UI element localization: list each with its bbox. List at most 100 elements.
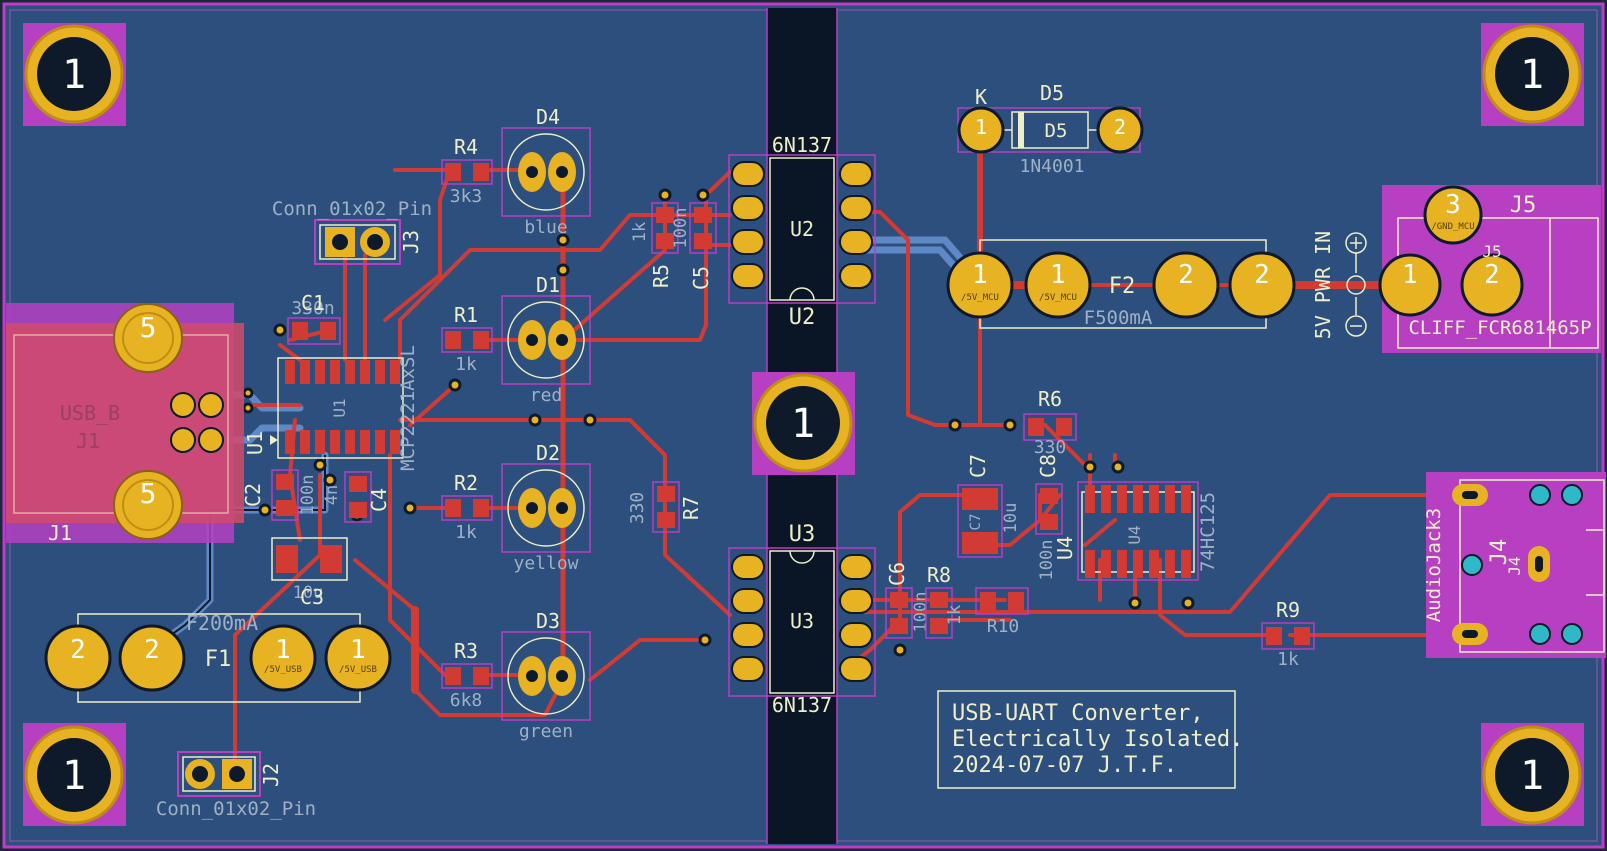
d5-ref-label-body: D5 [1045,120,1068,142]
capacitor-c2[interactable]: C2 100n [241,469,318,521]
mounting-hole-number: 1 [791,401,815,447]
optocoupler-u3[interactable]: U3 U3 6N137 [728,522,876,717]
led-d4[interactable]: D4 blue [501,105,591,238]
audio-jack-j4[interactable]: AudioJack3 J4 J4 [1423,472,1606,658]
r10-ref-label: R10 [987,616,1020,637]
resistor-r10[interactable]: R10 [975,587,1029,637]
resistor-r2[interactable]: R2 1k [441,471,493,543]
barrel-jack-j5[interactable]: 1 2 3 /GND_MCU J5 J5 CLIFF_FCR681465P [1378,185,1601,353]
r7-value-label: 330 [627,492,648,525]
fuse-f1[interactable]: 2 2 1 1 /5V_USB /5V_USB F200mA F1 [44,611,392,703]
c7-value-label: 10u [1001,503,1021,534]
resistor-r4[interactable]: R4 3k3 [441,135,493,207]
usb-b-connector-j1[interactable]: USB_B J1 J1 5 5 [6,303,244,545]
c2-ref-label: C2 [241,483,265,507]
c5-ref-label: C5 [689,266,713,290]
j1-ref-label-ghost: J1 [76,429,100,453]
led-d1[interactable]: D1 red [501,273,591,406]
j4-ref-label: J4 [1487,539,1512,566]
mounting-hole-number: 1 [62,52,86,98]
resistor-r1[interactable]: R1 1k [441,303,493,375]
u4-ref-label-center: U4 [1125,525,1144,544]
c3-ref-label: C3 [300,585,324,609]
d5-pad-number: 1 [975,115,987,139]
j4-value-label: AudioJack3 [1423,508,1445,622]
vias [242,188,1195,657]
mounting-hole-top-right: 1 [1481,23,1584,126]
u3-value-label: 6N137 [772,693,832,717]
resistor-r3[interactable]: R3 6k8 [441,639,493,711]
u2-ref-label: U2 [789,305,816,330]
r4-value-label: 3k3 [450,186,483,207]
r1-ref-label: R1 [454,303,478,327]
j1-signal-pads [170,392,224,453]
r4-ref-label: R4 [454,135,478,159]
capacitor-c4[interactable]: C4 4n [322,471,391,523]
mounting-hole-center: 1 [752,372,855,475]
resistor-r6[interactable]: R6 330 [1023,387,1077,458]
mounting-hole-bottom-left: 1 [23,723,126,826]
title-block: USB-UART Converter, Electrically Isolate… [937,690,1243,789]
capacitor-c5[interactable]: C5 100n [671,202,717,290]
d4-value-label: blue [524,217,567,238]
resistor-r9[interactable]: R9 1k [1261,598,1315,670]
j1-ref-label: J1 [48,521,72,545]
mounting-hole-number: 1 [62,753,86,799]
j5-ref-label: J5 [1510,193,1537,218]
power-input-label: 5V PWR IN [1311,231,1335,339]
resistor-r7[interactable]: R7 330 [627,481,703,533]
fuse-f2[interactable]: 1 1 2 2 /5V_MCU /5V_MCU F2 F500mA [946,239,1296,329]
resistor-r5[interactable]: R5 1k [630,202,679,288]
f1-ref-label: F1 [205,647,232,672]
j5-pad-number: 1 [1402,260,1418,290]
resistor-r8[interactable]: R8 1k [925,563,965,639]
u4-value-label: 74HC125 [1197,492,1219,572]
u2-pads [731,161,873,289]
f2-pad-number: 1 [1050,260,1066,290]
ic-u1-mcp2221[interactable]: U1 U1 MCP2221AxSL [243,345,419,471]
d4-ref-label: D4 [536,105,560,129]
f2-pad-number: 2 [1254,260,1270,290]
pin-header-j2[interactable]: Conn_01x02_Pin J2 [156,751,316,820]
f1-net-label: /5V_USB [339,665,377,675]
r7-ref-label: R7 [679,496,703,520]
capacitor-c7[interactable]: C7 C7 10u [957,454,1021,558]
j5-value-label: CLIFF_FCR681465P [1408,317,1591,339]
j5-pad-number: 2 [1484,260,1500,290]
pin-header-j3[interactable]: Conn_01x02_Pin J3 [272,198,432,265]
led-d2[interactable]: D2 yellow [501,441,591,574]
c6-ref-label: C6 [885,562,909,586]
d5-value-label: 1N4001 [1019,156,1084,177]
d3-value-label: green [519,721,573,742]
r1-value-label: 1k [455,354,477,375]
r5-ref-label: R5 [649,264,673,288]
capacitor-c8[interactable]: C8 100n [1035,454,1063,581]
f2-pad-number: 2 [1178,260,1194,290]
r3-value-label: 6k8 [450,690,483,711]
c4-value-label: 4n [322,485,342,505]
optocoupler-u2[interactable]: 6N137 U2 U2 [728,133,876,330]
u4-ref-label: U4 [1053,536,1077,560]
ic-u4-74hc125[interactable]: U4 U4 74HC125 [1053,481,1219,581]
j3-value-label: Conn_01x02_Pin [272,198,432,220]
u3-pads [731,554,873,682]
j5-ref-label-inner: J5 [1482,242,1501,261]
c4-ref-label: C4 [367,488,391,512]
led-d3[interactable]: D3 green [501,609,591,742]
diode-d5[interactable]: 1 2 K D5 D5 1N4001 [957,81,1144,177]
f1-pads: 2 2 1 1 /5V_USB /5V_USB [44,624,392,692]
j1-shield-pad-bottom: 5 [113,470,183,540]
capacitor-c3[interactable]: 10u C3 [271,537,348,609]
r6-value-label: 330 [1034,437,1067,458]
r2-ref-label: R2 [454,471,478,495]
f1-pad-number: 1 [275,635,291,665]
u3-ref-label-center: U3 [790,609,814,633]
capacitor-c1[interactable]: 330n C1 [287,291,341,345]
j2-ref-label: J2 [259,763,283,787]
d5-cathode-label: K [975,85,987,109]
d1-value-label: red [530,385,563,406]
f1-value-label: F200mA [186,611,258,635]
title-line-2: Electrically Isolated. [952,727,1243,752]
